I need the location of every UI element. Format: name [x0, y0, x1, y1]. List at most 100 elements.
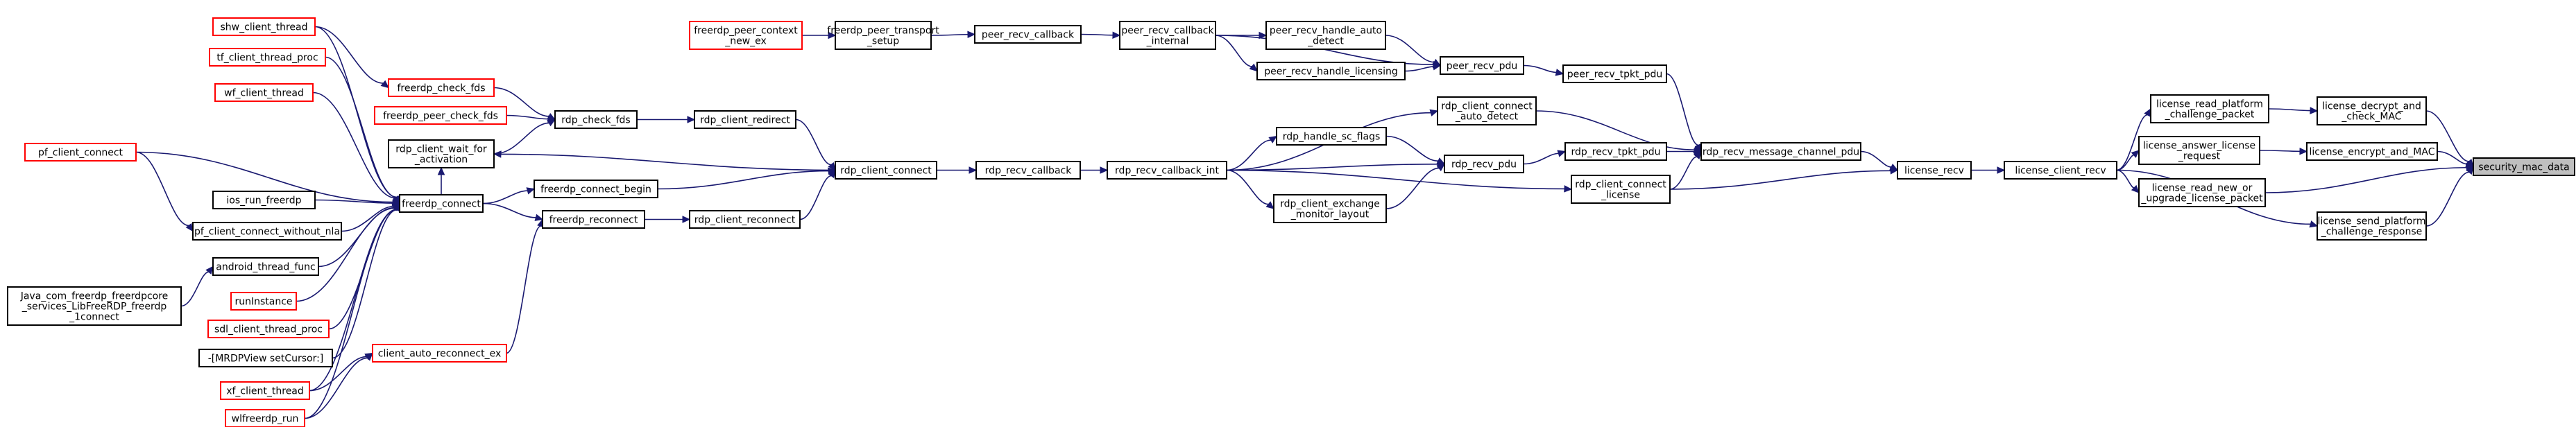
edge-rdp-client-reconnect-to-rdp-client-connect	[799, 169, 836, 220]
node-label: sdl_client_thread_proc	[214, 324, 323, 336]
node-peer-recv-handle-auto-detect[interactable]: peer_recv_handle_auto_detect	[1265, 21, 1386, 50]
node-freerdp-peer-transport-setup[interactable]: freerdp_peer_transport_setup	[827, 21, 939, 50]
edge-arrowhead	[1100, 166, 1109, 174]
edge-line	[482, 202, 536, 218]
node-pf-client-connect-without-nla[interactable]: pf_client_connect_without_nla	[192, 222, 342, 241]
edge-arrowhead	[828, 31, 837, 40]
edge-line	[2425, 110, 2469, 162]
node-sdl-client-thread-proc[interactable]: sdl_client_thread_proc	[207, 320, 330, 338]
node-freerdp-reconnect[interactable]: freerdp_reconnect	[542, 210, 645, 229]
node-shw-client-thread[interactable]: shw_client_thread	[212, 17, 316, 36]
node-rdp-client-reconnect[interactable]: rdp_client_reconnect	[689, 210, 801, 229]
node-xf-client-thread[interactable]: xf_client_thread	[220, 381, 310, 400]
node-security-mac-data[interactable]: security_mac_data	[2473, 157, 2575, 176]
node-rdp-client-redirect[interactable]: rdp_client_redirect	[694, 110, 796, 129]
node-license-send-platform-challenge-response[interactable]: license_send_platform_challenge_response	[2317, 211, 2427, 241]
node-pf-client-connect[interactable]: pf_client_connect	[24, 143, 137, 162]
edge-arrowhead	[828, 162, 836, 171]
node-peer-recv-pdu[interactable]: peer_recv_pdu	[1440, 56, 1524, 75]
node-label: rdp_recv_tpkt_pdu	[1571, 147, 1661, 158]
edge-line	[312, 92, 395, 199]
node-java-com-freerdp[interactable]: Java_com_freerdp_freerdpcore_services_Li…	[7, 286, 182, 326]
edge-peer-recv-pdu-to-peer-recv-tpkt-pdu	[1523, 64, 1564, 76]
node-android-thread-func[interactable]: android_thread_func	[212, 257, 319, 276]
edge-peer-recv-handle-licensing-to-peer-recv-pdu	[1404, 62, 1442, 72]
node-box	[388, 139, 495, 168]
node-wlfreerdp-run[interactable]: wlfreerdp_run	[225, 409, 305, 427]
edge-arrowhead	[687, 116, 696, 123]
node-rdp-handle-sc-flags[interactable]: rdp_handle_sc_flags	[1276, 127, 1387, 146]
node-peer-recv-handle-licensing[interactable]: peer_recv_handle_licensing	[1256, 62, 1406, 80]
node-label: rdp_recv_pdu	[1451, 159, 1517, 171]
edge-rdp-recv-callback-int-to-rdp-client-connect-license	[1226, 169, 1573, 193]
node-license-read-new-or-upgrade-license-packet[interactable]: license_read_new_or_upgrade_license_pack…	[2138, 178, 2266, 207]
node-license-answer-license-request[interactable]: license_answer_license_request	[2138, 136, 2260, 165]
edge-line	[506, 114, 549, 120]
node-rdp-check-fds[interactable]: rdp_check_fds	[554, 110, 638, 129]
node-license-read-platform-challenge-packet[interactable]: license_read_platform_challenge_packet	[2150, 94, 2269, 123]
node-label: _request	[2178, 151, 2221, 162]
node-wf-client-thread[interactable]: wf_client_thread	[214, 83, 314, 102]
node-freerdp-check-fds[interactable]: freerdp_check_fds	[388, 78, 495, 97]
node-ios-run-freerdp[interactable]: ios_run_freerdp	[212, 191, 316, 209]
node-label: _upgrade_license_packet	[2140, 193, 2263, 204]
edge-line	[2116, 114, 2148, 171]
node-label: freerdp_check_fds	[398, 83, 486, 94]
edge-line	[493, 122, 549, 155]
edge-license-recv-to-license-client-recv	[1970, 166, 2006, 174]
node-peer-recv-callback[interactable]: peer_recv_callback	[974, 25, 1082, 44]
node-runinstance[interactable]: runInstance	[230, 292, 297, 311]
node-mrdpview-setcursor[interactable]: -[MRDPView setCursor:]	[198, 349, 333, 367]
node-label: pf_client_connect_without_nla	[194, 227, 340, 238]
node-label: peer_recv_handle_auto	[1270, 26, 1382, 37]
node-box	[974, 25, 1082, 44]
node-box	[212, 257, 319, 276]
node-license-encrypt-and-mac[interactable]: license_encrypt_and_MAC	[2306, 142, 2438, 161]
edge-peer-recv-callback-internal-to-peer-recv-handle-licensing	[1215, 35, 1258, 72]
node-license-recv[interactable]: license_recv	[1897, 161, 1972, 180]
edge-license-client-recv-to-license-read-new-or-upgrade-license-packet	[2116, 169, 2140, 193]
node-rdp-client-connect-license[interactable]: rdp_client_connect_license	[1571, 175, 1671, 204]
node-freerdp-connect-begin[interactable]: freerdp_connect_begin	[534, 180, 658, 198]
node-freerdp-peer-check-fds[interactable]: freerdp_peer_check_fds	[374, 106, 507, 125]
node-client-auto-reconnect-ex[interactable]: client_auto_reconnect_ex	[372, 344, 507, 363]
node-peer-recv-tpkt-pdu[interactable]: peer_recv_tpkt_pdu	[1562, 64, 1667, 83]
node-label: rdp_recv_message_channel_pdu	[1703, 147, 1859, 158]
node-rdp-recv-tpkt-pdu[interactable]: rdp_recv_tpkt_pdu	[1564, 142, 1667, 161]
node-peer-recv-callback-internal[interactable]: peer_recv_callback_internal	[1119, 21, 1216, 50]
edge-arrowhead	[2466, 166, 2474, 175]
edge-peer-recv-tpkt-pdu-to-rdp-recv-message-channel-pdu	[1666, 73, 1702, 152]
node-box	[374, 106, 507, 125]
node-rdp-recv-callback-int[interactable]: rdp_recv_callback_int	[1107, 161, 1227, 180]
edge-line	[325, 56, 397, 198]
edge-rdp-client-wait-for-activation-to-rdp-check-fds	[493, 119, 556, 155]
node-license-decrypt-and-check-mac[interactable]: license_decrypt_and_check_MAC	[2317, 96, 2427, 125]
node-box	[209, 48, 326, 67]
node-rdp-recv-pdu[interactable]: rdp_recv_pdu	[1444, 155, 1524, 173]
edge-license-client-recv-to-license-answer-license-request	[2116, 150, 2140, 171]
node-rdp-recv-message-channel-pdu[interactable]: rdp_recv_message_channel_pdu	[1700, 142, 1861, 161]
node-label: _1connect	[69, 312, 119, 323]
edges-layer	[135, 26, 2475, 419]
edge-wlfreerdp-run-to-freerdp-connect	[304, 202, 400, 419]
node-box	[1276, 127, 1387, 146]
node-rdp-client-exchange-monitor-layout[interactable]: rdp_client_exchange_monitor_layout	[1273, 194, 1387, 223]
edge-pf-client-connect-to-pf-client-connect-without-nla	[135, 151, 194, 232]
node-rdp-client-connect-auto-detect[interactable]: rdp_client_connect_auto_detect	[1437, 96, 1537, 125]
edge-line	[1385, 167, 1440, 209]
edge-rdp-client-redirect-to-rdp-client-connect	[795, 119, 836, 171]
node-tf-client-thread-proc[interactable]: tf_client_thread_proc	[209, 48, 326, 67]
edge-line	[304, 209, 398, 419]
node-license-client-recv[interactable]: license_client_recv	[2004, 161, 2117, 180]
edge-rdp-recv-callback-int-to-rdp-client-exchange-monitor-layout	[1226, 169, 1274, 209]
node-freerdp-peer-context-new-ex[interactable]: freerdp_peer_context_new_ex	[689, 21, 803, 50]
node-rdp-recv-callback[interactable]: rdp_recv_callback	[975, 161, 1081, 180]
node-rdp-client-connect[interactable]: rdp_client_connect	[835, 161, 937, 180]
edge-arrowhead	[969, 166, 978, 174]
node-box	[1444, 155, 1524, 173]
node-label: rdp_client_exchange	[1280, 199, 1380, 210]
node-label: runInstance	[234, 297, 292, 308]
node-label: _internal	[1146, 36, 1189, 47]
node-rdp-client-wait-for-activation[interactable]: rdp_client_wait_for_activation	[388, 139, 495, 168]
node-freerdp-connect[interactable]: freerdp_connect	[399, 194, 484, 213]
